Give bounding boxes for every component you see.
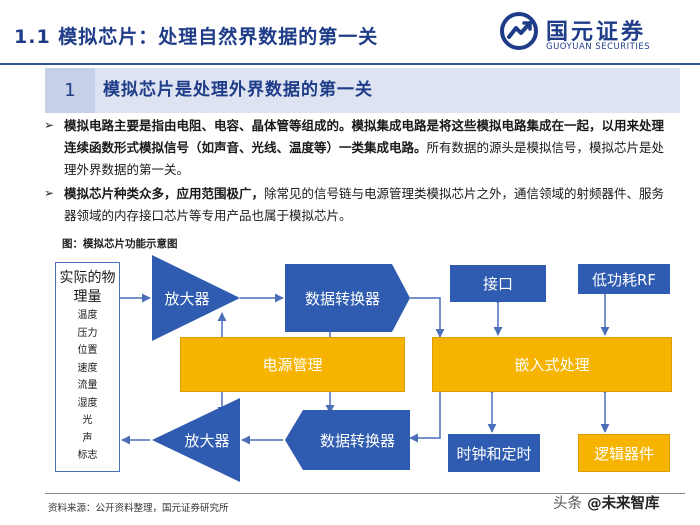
page-title: 1.1 模拟芯片：处理自然界数据的第一关 [14, 26, 379, 48]
source-note: 资料来源：公开资料整理，国元证券研究所 [48, 503, 229, 514]
quantity-humidity: 湿度 [77, 397, 98, 409]
section-title: 模拟芯片是处理外界数据的第一关 [103, 80, 373, 100]
company-logo: 国元证券 GUOYUAN SECURITIES [500, 12, 690, 56]
physical-quantities-title: 实际的物理量 [59, 270, 116, 305]
logo-text-cn: 国元证券 [546, 20, 647, 45]
dac-shape [285, 410, 410, 470]
guoyuan-logo-icon [500, 12, 538, 50]
interface-block: 接口 [450, 265, 546, 302]
quantity-flow: 流量 [77, 380, 98, 391]
footer-divider [45, 493, 685, 494]
amplifier-output-shape [152, 398, 240, 482]
bullet-1-text: 所有数据的源头是模拟信号，模拟芯片是处理外界数据的第一关。 [64, 140, 665, 177]
logo-text-en: GUOYUAN SECURITIES [546, 42, 651, 52]
watermark: 头条 @未来智库 [553, 492, 660, 513]
arrow-processor-to-dac [409, 392, 441, 443]
bullet-paragraph-2: 模拟芯片种类众多，应用范围极广，除常见的信号链与电源管理类模拟芯片之外，通信领域… [64, 183, 669, 227]
quantity-marker: 标志 [77, 450, 98, 461]
quantity-speed: 速度 [77, 362, 98, 374]
logic-devices-block: 逻辑器件 [578, 434, 670, 472]
physical-quantities-box: 实际的物理量 温度 压力 位置 速度 流量 湿度 光 声 标志 [55, 262, 120, 472]
quantity-sound: 声 [82, 432, 93, 444]
low-power-rf-block: 低功耗RF [578, 264, 670, 294]
quantity-light: 光 [82, 415, 93, 426]
header-divider [0, 63, 700, 65]
embedded-processing-block: 嵌入式处理 [432, 337, 672, 392]
section-number: 1 [45, 68, 95, 113]
adc-label: 数据转换器 [304, 289, 380, 308]
bullet-2-bold-text: 模拟芯片种类众多，应用范围极广， [64, 186, 265, 201]
page-header: 1.1 模拟芯片：处理自然界数据的第一关 国元证券 GUOYUAN SECURI… [0, 0, 700, 65]
adc-shape [285, 264, 410, 332]
amplifier-input-shape [152, 255, 240, 341]
bullet-paragraph-1: 模拟电路主要是指由电阻、电容、晶体管等组成的。模拟集成电路是将这些模拟电路集成在… [64, 115, 669, 181]
arrow-adc-to-processor [410, 297, 445, 338]
section-heading-bar [45, 68, 680, 113]
bullet-marker: ➢ [44, 186, 55, 200]
quantity-pressure: 压力 [77, 327, 98, 339]
watermark-prefix: 头条 [553, 496, 582, 512]
amplifier-input-label: 放大器 [164, 289, 210, 308]
quantity-position: 位置 [77, 345, 98, 356]
quantity-temperature: 温度 [77, 310, 98, 321]
bullet-2-text: 除常见的信号链与电源管理类模拟芯片之外，通信领域的射频器件、服务器领域的内存接口… [64, 186, 665, 223]
dac-label: 数据转换器 [319, 431, 395, 450]
figure-caption: 图：模拟芯片功能示意图 [62, 238, 178, 250]
bullet-1-bold-text: 模拟电路主要是指由电阻、电容、晶体管等组成的。模拟集成电路是将这些模拟电路集成在… [64, 118, 665, 155]
watermark-main: @未来智库 [587, 496, 660, 512]
bullet-marker: ➢ [44, 118, 55, 132]
amplifier-output-label: 放大器 [184, 431, 230, 450]
clock-timing-block: 时钟和定时 [448, 434, 540, 472]
power-management-block: 电源管理 [180, 337, 405, 392]
